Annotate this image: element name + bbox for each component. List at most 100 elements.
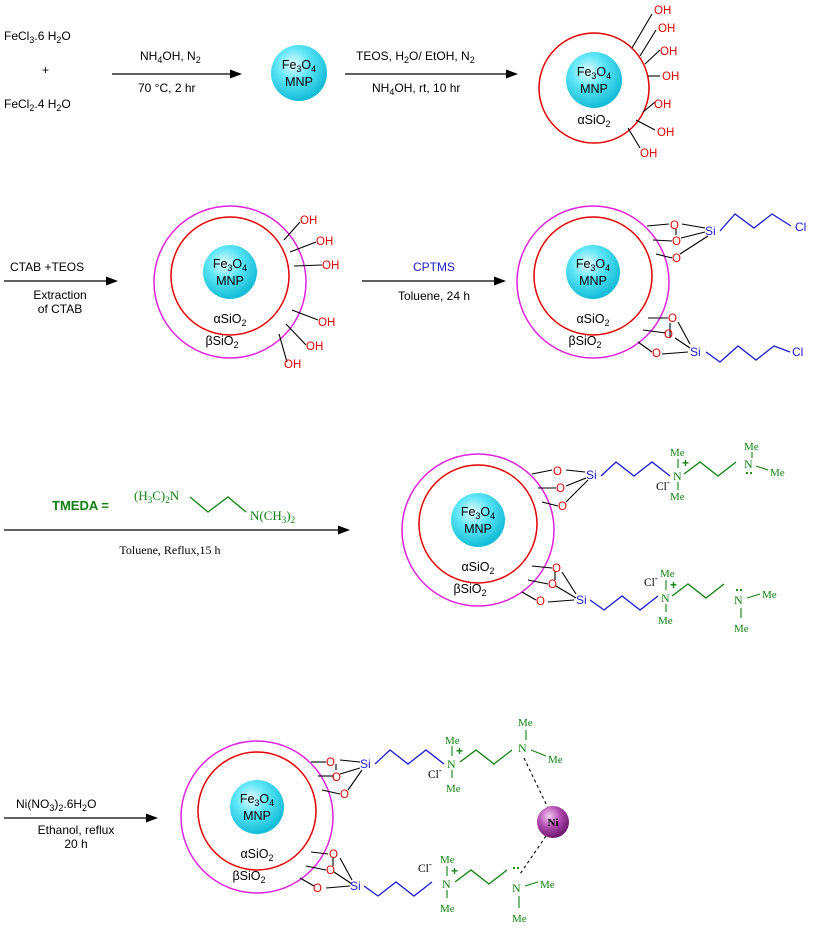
- reagent-2-top: TEOS, H2O/ EtOH, N2: [356, 49, 475, 65]
- chloride-anion: Cl-: [418, 859, 432, 875]
- propyl-chain: [600, 461, 671, 477]
- plus-sign: +: [42, 63, 49, 77]
- methyl-label: Me: [744, 441, 759, 453]
- chloropropyl-mnp: Fe3O4 MNP αSiO2 βSiO2 O O O Si Cl: [516, 205, 806, 363]
- reagent-6-bottom-2: 20 h: [64, 837, 87, 851]
- hydroxyl-label: OH: [640, 148, 657, 160]
- reactant-fecl3: FeCl3.6 H2O: [4, 29, 71, 45]
- alpha-shell-label: αSiO2: [576, 312, 609, 328]
- hydroxyl-label: OH: [657, 127, 674, 139]
- nitrogen-atom: N: [442, 877, 451, 891]
- positive-charge: +: [670, 578, 677, 592]
- methyl-label: Me: [548, 754, 563, 766]
- alpha-silica-shell: [533, 216, 653, 336]
- nickel-center: Ni: [519, 757, 569, 875]
- alpha-shell-label: αSiO2: [213, 312, 246, 328]
- step5: TMEDA = (H3C)2N N(CH3)2 Toluene, Reflux,…: [4, 488, 350, 557]
- silica-mnp: Fe3O4 MNP αSiO2 OH OH OH OH OH OH OH: [538, 5, 679, 160]
- arrowhead-3: [106, 276, 118, 286]
- alpha-silica-shell: [197, 751, 317, 871]
- positive-charge: +: [456, 744, 463, 758]
- chlorine-atom: Cl: [792, 345, 803, 359]
- nickel-complex-mnp: Fe3O4 MNP αSiO2 βSiO2 O O O Si Cl- N +: [180, 717, 569, 925]
- core-formula: Fe3O4: [282, 58, 316, 74]
- hydroxyl-label: OH: [316, 236, 333, 248]
- methyl-label: Me: [660, 568, 675, 580]
- oxygen-atom: O: [326, 865, 335, 877]
- reagent-6-bottom-1: Ethanol, reflux: [38, 823, 115, 837]
- oxygen-atom: O: [652, 348, 661, 360]
- oxygen-atom: O: [536, 596, 545, 608]
- silicon-atom: Si: [350, 879, 361, 893]
- nitrogen-atom: N: [744, 457, 753, 471]
- hydroxyl-label: OH: [322, 260, 339, 272]
- reagent-3-bottom-1: Extraction: [33, 288, 86, 302]
- alpha-silica-shell: [538, 32, 650, 144]
- step6: Ni(NO3)2.6H2O Ethanol, reflux 20 h: [4, 797, 158, 851]
- reagent-2-bottom: NH4OH, rt, 10 hr: [372, 81, 460, 97]
- hydroxyl-label: OH: [306, 341, 323, 353]
- core-label: MNP: [579, 274, 607, 288]
- oxygen-atom: O: [552, 563, 561, 575]
- propyl-chain: [363, 881, 433, 897]
- methyl-label: Me: [658, 615, 673, 627]
- beta-silica-shell: [180, 740, 334, 894]
- methyl-label: Me: [540, 879, 555, 891]
- silicon-atom: Si: [360, 757, 371, 771]
- arrowhead-2: [506, 69, 518, 79]
- chloride-anion: Cl-: [644, 573, 658, 589]
- oxygen-atom: O: [558, 501, 567, 513]
- step1: FeCl3.6 H2O + FeCl2.4 H2O NH4OH, N2 70 °…: [4, 29, 242, 113]
- oxygen-atom: O: [313, 883, 322, 895]
- hydroxyl-bonds: [627, 13, 661, 149]
- methyl-label: Me: [670, 491, 685, 503]
- beta-silica-shell: [401, 453, 555, 607]
- silicon-atom: Si: [705, 224, 716, 238]
- mnp-core: [566, 52, 622, 108]
- oxygen-atom: O: [326, 757, 335, 769]
- hydroxyl-bonds: [278, 221, 323, 363]
- bare-mnp: Fe3O4 MNP: [271, 45, 327, 101]
- ligand-arm-top: O O O Si Cl- N + Me Me N Me Me: [311, 717, 563, 801]
- core-label: MNP: [464, 522, 492, 536]
- methyl-label: Me: [445, 735, 460, 747]
- tmeda-label: TMEDA =: [52, 498, 109, 513]
- core-formula: Fe3O4: [576, 257, 610, 273]
- methyl-label: Me: [446, 783, 461, 795]
- hydroxyl-label: OH: [658, 23, 675, 35]
- methyl-label: Me: [512, 913, 527, 925]
- step2: TEOS, H2O/ EtOH, N2 NH4OH, rt, 10 hr: [345, 49, 518, 97]
- hydroxyl-groups: OH OH OH OH OH OH: [284, 215, 339, 371]
- core-formula: Fe3O4: [240, 792, 274, 808]
- mnp-core: [230, 780, 284, 834]
- reactant-fecl2: FeCl2.4 H2O: [4, 97, 71, 113]
- methyl-label: Me: [440, 903, 455, 915]
- hydroxyl-groups: OH OH OH OH OH OH OH: [640, 5, 679, 160]
- hydroxyl-label: OH: [318, 317, 335, 329]
- arrowhead-1: [230, 69, 242, 79]
- reagent-3-top: CTAB +TEOS: [10, 260, 84, 274]
- positive-charge: +: [682, 456, 689, 470]
- beta-shell-label: βSiO2: [453, 582, 486, 598]
- hydroxyl-label: OH: [300, 215, 317, 227]
- siloxane-bottom: O O O Si Cl: [637, 313, 803, 363]
- ethylene-linker: [671, 583, 725, 599]
- oxygen-atom: O: [340, 789, 349, 801]
- chlorine-atom: Cl: [795, 220, 806, 234]
- core-formula: Fe3O4: [577, 65, 611, 81]
- core-label: MNP: [580, 82, 608, 96]
- propyl-chain: [705, 345, 791, 363]
- nitrogen-atom: N: [673, 469, 682, 483]
- core-formula: Fe3O4: [461, 505, 495, 521]
- tmeda-formula-left: (H3C)2N: [134, 488, 180, 505]
- oxygen-atom: O: [548, 579, 557, 591]
- oxygen-atom: O: [556, 483, 565, 495]
- beta-silica-shell: [516, 205, 670, 359]
- ligand-arm-bottom: O O O Si Cl- N + Me Me N Me Me: [299, 849, 555, 925]
- positive-charge: +: [451, 864, 458, 878]
- reagent-4-top: CPTMS: [413, 260, 455, 274]
- oxygen-atom: O: [668, 313, 677, 325]
- alpha-shell-label: αSiO2: [240, 847, 273, 863]
- ethylene-linker: [189, 496, 247, 513]
